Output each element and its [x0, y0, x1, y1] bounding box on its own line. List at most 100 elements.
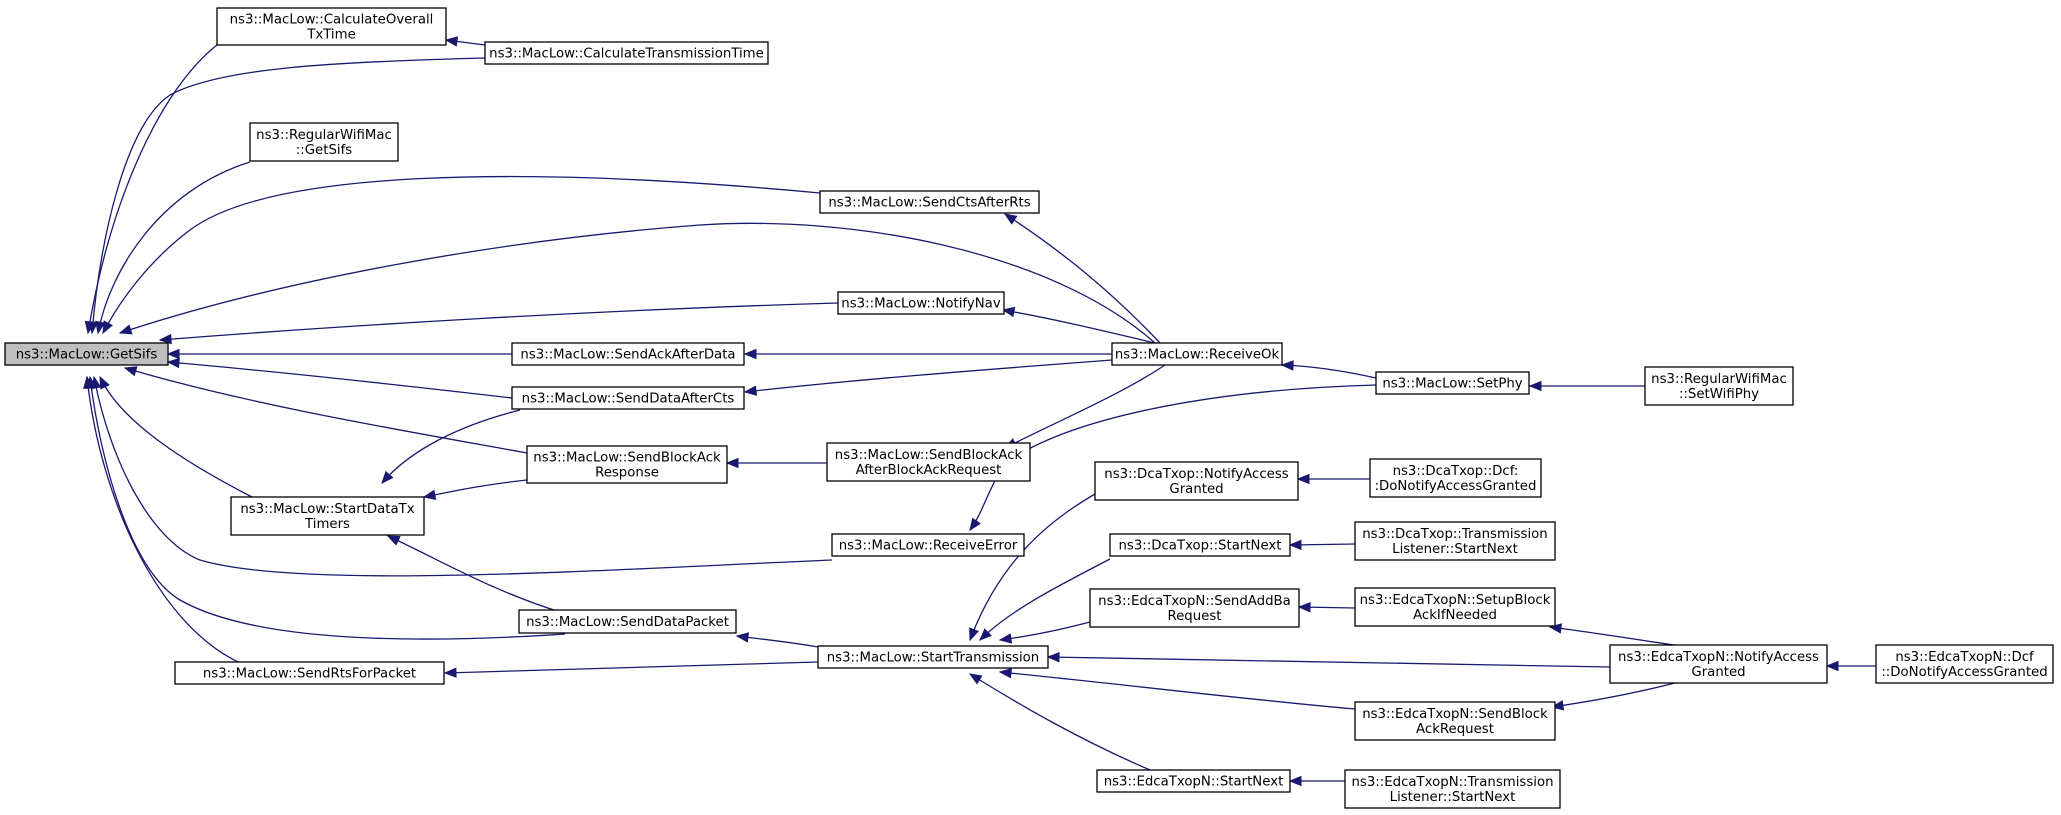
- edge-edca-notify-starttransmission: [1047, 656, 1611, 668]
- node-calctrans[interactable]: ns3::MacLow::CalculateTransmissionTime: [484, 41, 769, 65]
- node-box: [1089, 588, 1300, 628]
- node-label: ns3::EdcaTxopN::NotifyAccess: [1618, 650, 1819, 665]
- node-label: ns3::RegularWifiMac: [256, 128, 392, 143]
- arrowhead: [998, 633, 1013, 644]
- node-box: [837, 291, 1005, 315]
- node-label: ns3::EdcaTxopN::SendAddBa: [1098, 594, 1291, 609]
- node-label: ns3::DcaTxop::NotifyAccess: [1104, 467, 1288, 482]
- node-box: [230, 496, 425, 536]
- node-label: ns3::MacLow::StartTransmission: [827, 651, 1040, 666]
- node-sendrts[interactable]: ns3::MacLow::SendRtsForPacket: [174, 661, 445, 685]
- arrowhead: [735, 632, 750, 643]
- node-label: ns3::MacLow::SetPhy: [1382, 377, 1522, 392]
- node-dca-notify[interactable]: ns3::DcaTxop::NotifyAccessGranted: [1094, 461, 1299, 501]
- edge-receiveok-sendcts: [1004, 213, 1161, 344]
- arrowhead: [123, 366, 138, 377]
- node-edca-notify[interactable]: ns3::EdcaTxopN::NotifyAccessGranted: [1609, 644, 1828, 684]
- node-rwm-getsifs[interactable]: ns3::RegularWifiMac::GetSifs: [249, 122, 399, 162]
- arrowhead: [166, 357, 180, 369]
- arrowhead: [979, 628, 992, 641]
- node-label: ns3::MacLow::SendRtsForPacket: [203, 667, 416, 682]
- arrowhead: [422, 489, 437, 500]
- edge-sendcts-getsifs: [102, 175, 821, 334]
- node-dca-startnext[interactable]: ns3::DcaTxop::StartNext: [1109, 533, 1291, 557]
- node-label: Listener::StartNext: [1392, 542, 1518, 557]
- node-label: Response: [595, 466, 659, 481]
- edge-setphy-receiveerror: [969, 384, 1377, 531]
- node-box: [511, 386, 745, 410]
- node-label: ns3::MacLow::ReceiveOk: [1115, 348, 1280, 363]
- edge-notifynav-getsifs: [159, 302, 839, 341]
- node-label: Timers: [304, 517, 350, 532]
- node-dca-dcf[interactable]: ns3::DcaTxop::Dcf::DoNotifyAccessGranted: [1369, 458, 1542, 498]
- node-box: [1369, 458, 1542, 498]
- node-receiveerror[interactable]: ns3::MacLow::ReceiveError: [831, 533, 1025, 557]
- node-dca-tl-startnext[interactable]: ns3::DcaTxop::TransmissionListener::Star…: [1354, 521, 1556, 561]
- node-box: [174, 661, 445, 685]
- edge-startdatatx-getsifs: [99, 376, 253, 498]
- node-label: ns3::MacLow::StartDataTx: [240, 502, 414, 517]
- node-label: ns3::MacLow::SendBlockAck: [533, 451, 721, 466]
- edge-receiveok-notifynav: [1002, 309, 1156, 344]
- arrowhead: [998, 667, 1012, 679]
- node-sendcts[interactable]: ns3::MacLow::SendCtsAfterRts: [819, 190, 1040, 214]
- node-label: ns3::MacLow::ReceiveError: [839, 539, 1018, 554]
- arrowhead: [743, 385, 758, 396]
- arrowhead: [1288, 775, 1302, 787]
- node-sendblockackafter[interactable]: ns3::MacLow::SendBlockAckAfterBlockAckRe…: [826, 442, 1031, 482]
- arrowhead: [158, 333, 172, 345]
- node-edca-dcf[interactable]: ns3::EdcaTxopN::Dcf::DoNotifyAccessGrant…: [1875, 644, 2054, 684]
- arrowhead: [1297, 601, 1311, 613]
- node-label: ns3::EdcaTxopN::SendBlock: [1362, 707, 1548, 722]
- node-senddataafter[interactable]: ns3::MacLow::SendDataAfterCts: [511, 386, 745, 410]
- edge-senddataafter-startdatatx: [381, 409, 521, 484]
- arrowhead: [1280, 360, 1294, 371]
- arrowhead: [1288, 539, 1302, 551]
- arrowhead: [166, 348, 180, 360]
- edge-edca-startnext-starttransmission: [969, 673, 1151, 771]
- node-label: ns3::MacLow::SendAckAfterData: [520, 348, 735, 363]
- node-notifynav[interactable]: ns3::MacLow::NotifyNav: [837, 291, 1005, 315]
- edge-starttransmission-sendrts: [444, 661, 819, 674]
- node-label: ns3::DcaTxop::StartNext: [1118, 539, 1281, 554]
- node-starttransmission[interactable]: ns3::MacLow::StartTransmission: [817, 645, 1049, 669]
- node-receiveok[interactable]: ns3::MacLow::ReceiveOk: [1111, 342, 1283, 366]
- node-label: AfterBlockAckRequest: [856, 463, 1002, 478]
- node-label: Granted: [1691, 665, 1745, 680]
- arrowhead: [444, 36, 459, 47]
- node-getsifs[interactable]: ns3::MacLow::GetSifs: [4, 342, 169, 366]
- node-edca-startnext[interactable]: ns3::EdcaTxopN::StartNext: [1096, 769, 1291, 793]
- arrowhead: [102, 320, 113, 335]
- arrowhead: [381, 470, 394, 484]
- edge-dca-notify-starttransmission: [969, 493, 1096, 641]
- node-label: ns3::MacLow::CalculateOverall: [230, 13, 434, 28]
- edges: [86, 39, 1876, 782]
- node-box: [216, 7, 447, 46]
- node-label: ns3::MacLow::CalculateTransmissionTime: [489, 47, 764, 62]
- node-edca-tl-startnext[interactable]: ns3::EdcaTxopN::TransmissionListener::St…: [1344, 769, 1561, 809]
- node-label: AckIfNeeded: [1413, 608, 1497, 623]
- arrowhead: [1548, 623, 1563, 634]
- edge-edca-notify-edca-setup: [1549, 626, 1681, 647]
- arrowheads: [83, 36, 1839, 787]
- node-senddatapacket[interactable]: ns3::MacLow::SendDataPacket: [518, 609, 737, 634]
- node-setphy[interactable]: ns3::MacLow::SetPhy: [1375, 371, 1530, 395]
- edge-senddatapacket-getsifs: [89, 376, 566, 640]
- edge-edca-sendblockreq-starttransmission: [999, 671, 1356, 710]
- arrowhead: [99, 375, 110, 390]
- node-label: ns3::MacLow::NotifyNav: [841, 297, 1001, 312]
- edge-rwm-getsifs: [97, 161, 251, 334]
- node-box: [819, 190, 1040, 214]
- edge-calcoverall-getsifs: [87, 44, 218, 334]
- node-sendack[interactable]: ns3::MacLow::SendAckAfterData: [511, 342, 745, 366]
- node-label: ns3::EdcaTxopN::Transmission: [1351, 775, 1553, 790]
- node-box: [4, 342, 169, 366]
- node-rwm-setwifiphy[interactable]: ns3::RegularWifiMac::SetWifiPhy: [1644, 366, 1794, 406]
- arrowhead: [1296, 473, 1310, 485]
